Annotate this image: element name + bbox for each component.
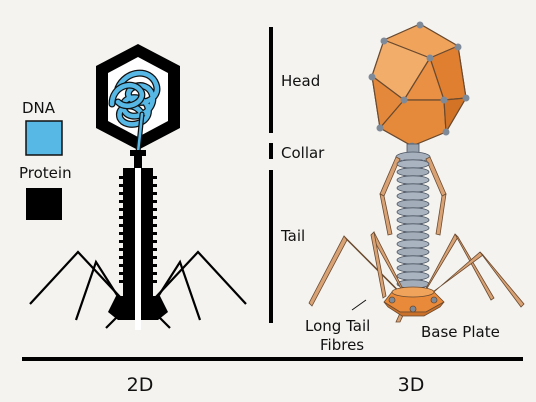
panel-label-3d: 3D xyxy=(398,374,425,396)
legend-protein-label: Protein xyxy=(19,164,72,182)
scale-bars: Head Collar Tail xyxy=(269,27,325,323)
2d-collar xyxy=(130,150,146,156)
collar-label: Collar xyxy=(281,144,325,162)
collar-scale-bar xyxy=(269,143,273,159)
legend-dna-swatch xyxy=(26,121,62,155)
head-label: Head xyxy=(281,72,320,90)
2d-neck xyxy=(134,156,142,168)
long-tail-fibres-label-line1: Long Tail xyxy=(305,317,370,335)
tail-scale-bar xyxy=(269,170,273,323)
3d-tail-sheath xyxy=(397,160,429,290)
phage-3d xyxy=(309,22,524,323)
base-plate-label: Base Plate xyxy=(421,323,500,341)
long-tail-fibres-pointer xyxy=(352,300,366,310)
long-tail-fibres-label-line2: Fibres xyxy=(320,336,364,354)
legend-protein-swatch xyxy=(26,188,62,220)
panel-label-2d: 2D xyxy=(127,374,154,396)
legend-dna-label: DNA xyxy=(22,99,56,117)
baseline-rule xyxy=(22,357,523,361)
phage-2d xyxy=(30,44,246,330)
callouts: Long Tail Fibres Base Plate xyxy=(305,317,500,354)
head-scale-bar xyxy=(269,27,273,133)
tail-label: Tail xyxy=(280,227,305,245)
2d-tail-tube-end xyxy=(135,296,141,330)
legend: DNA Protein xyxy=(19,99,72,220)
